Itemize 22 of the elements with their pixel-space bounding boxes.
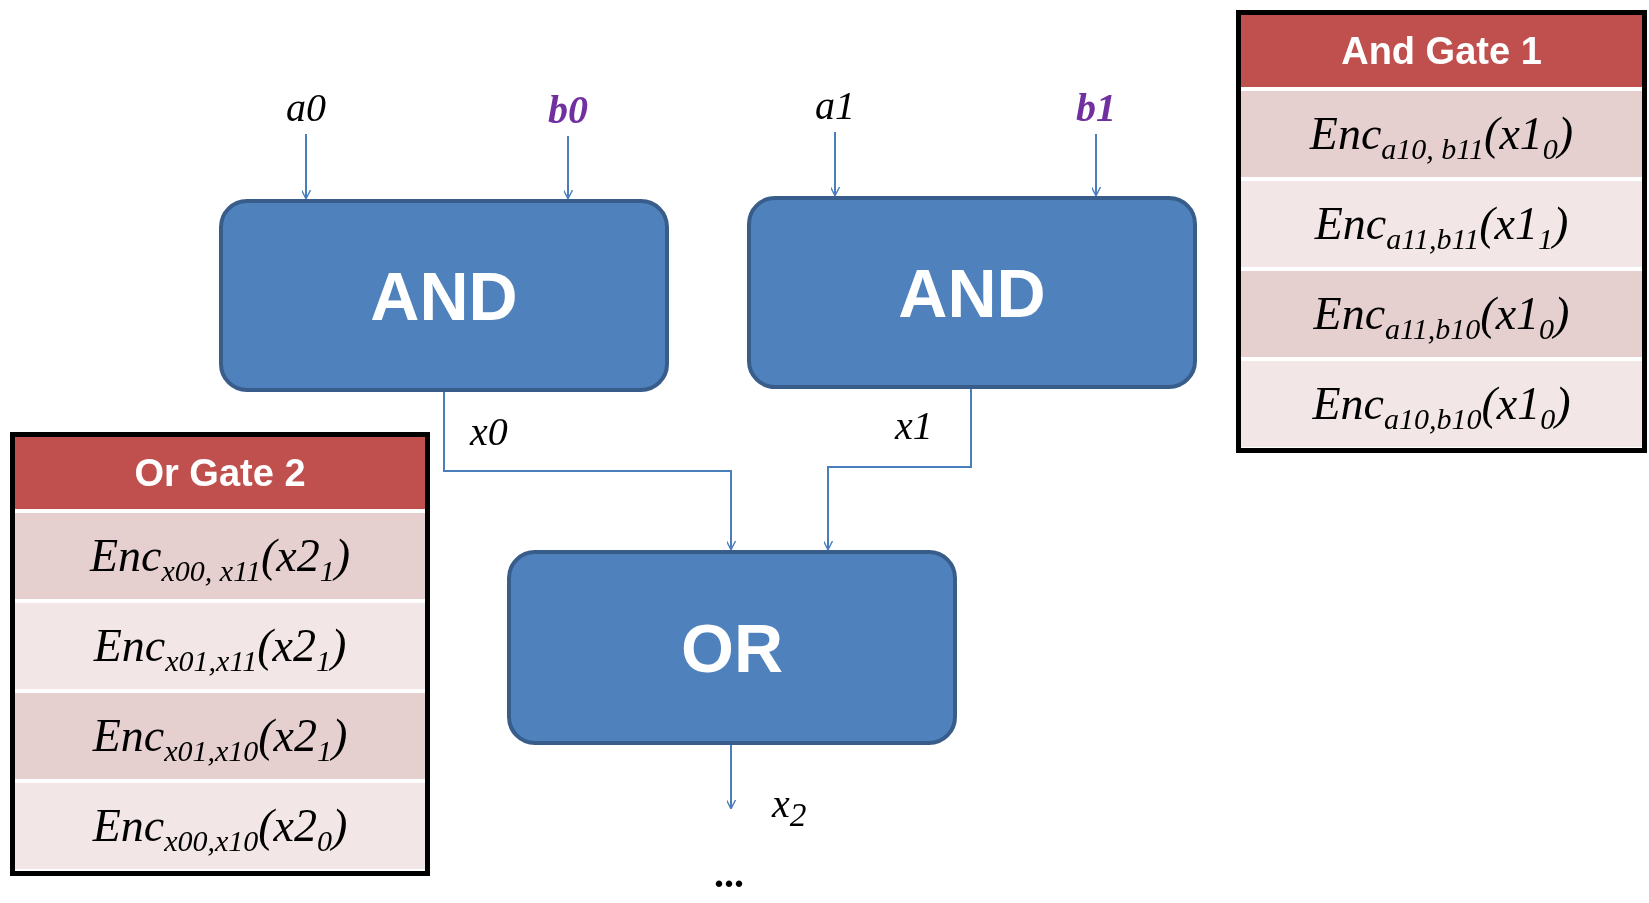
arrow <box>829 131 841 197</box>
edge-label: x1 <box>895 402 933 449</box>
input-label: a0 <box>266 84 346 134</box>
edge-label: x$_{2}$ <box>772 780 807 834</box>
table-header: And Gate 1 <box>1241 15 1642 87</box>
truth-table <box>1236 10 1647 453</box>
and-gate-box: AND <box>747 196 1197 389</box>
input-label: b0 <box>528 86 608 136</box>
arrow <box>443 391 737 551</box>
table-header: Or Gate 2 <box>15 437 425 509</box>
arrow <box>562 135 574 200</box>
edge-label: x0 <box>470 408 508 455</box>
truth-table <box>10 432 430 876</box>
arrow <box>725 744 737 810</box>
arrow <box>822 388 972 551</box>
input-label: b1 <box>1056 84 1136 134</box>
ellipsis-text: ... <box>714 850 744 897</box>
or-gate-box: OR <box>507 550 957 745</box>
and-gate-box: AND <box>219 199 669 392</box>
input-label: a1 <box>795 82 875 132</box>
arrow <box>1090 133 1102 197</box>
arrow <box>300 133 312 200</box>
